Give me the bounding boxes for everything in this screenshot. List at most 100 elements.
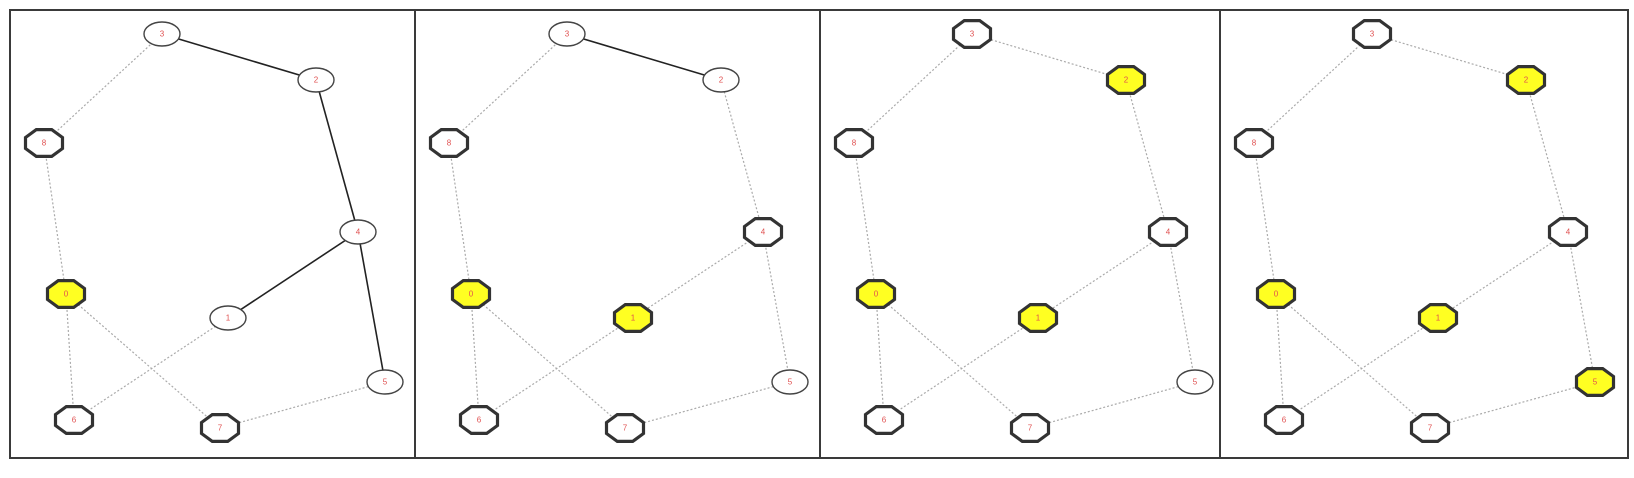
node-octagon bbox=[604, 413, 646, 443]
node-label: 8 bbox=[852, 139, 857, 148]
edge-3-8-dotted bbox=[43, 33, 163, 144]
node-ellipse bbox=[209, 305, 247, 331]
node-label: 5 bbox=[383, 378, 388, 387]
node-label: 4 bbox=[1566, 228, 1571, 237]
edge-4-5-dotted bbox=[762, 231, 791, 383]
node-label: 2 bbox=[719, 76, 724, 85]
node-octagon bbox=[1409, 413, 1451, 443]
node-0: 0 bbox=[1255, 279, 1297, 309]
node-label: 3 bbox=[1370, 30, 1375, 39]
node-6: 6 bbox=[53, 405, 95, 435]
node-4: 4 bbox=[1147, 217, 1189, 247]
node-octagon bbox=[23, 128, 65, 158]
edge-3-2-dotted bbox=[971, 33, 1127, 81]
edge-4-5-dotted bbox=[1567, 231, 1596, 383]
node-label: 5 bbox=[788, 378, 793, 387]
edge-7-5-dotted bbox=[1429, 381, 1596, 429]
node-octagon bbox=[53, 405, 95, 435]
node-octagon bbox=[1505, 64, 1547, 96]
node-6: 6 bbox=[458, 405, 500, 435]
node-label: 0 bbox=[1274, 290, 1279, 299]
node-8: 8 bbox=[1233, 128, 1275, 158]
node-label: 6 bbox=[477, 416, 482, 425]
node-label: 4 bbox=[1166, 228, 1171, 237]
node-4: 4 bbox=[339, 219, 377, 245]
node-octagon bbox=[450, 279, 492, 309]
node-label: 2 bbox=[1124, 76, 1129, 85]
edge-4-1-solid bbox=[227, 231, 359, 319]
node-0: 0 bbox=[855, 279, 897, 309]
node-octagon bbox=[1017, 303, 1059, 333]
node-0: 0 bbox=[450, 279, 492, 309]
node-8: 8 bbox=[833, 128, 875, 158]
node-3: 3 bbox=[1351, 19, 1393, 50]
node-label: 2 bbox=[1524, 76, 1529, 85]
node-label: 5 bbox=[1593, 378, 1598, 387]
edge-8-0-dotted bbox=[1253, 142, 1277, 295]
node-5: 5 bbox=[1574, 367, 1616, 397]
node-label: 7 bbox=[1428, 424, 1433, 433]
edge-7-5-dotted bbox=[219, 381, 386, 429]
node-8: 8 bbox=[428, 128, 470, 158]
node-ellipse bbox=[702, 67, 740, 93]
node-label: 6 bbox=[72, 416, 77, 425]
edge-4-1-dotted bbox=[1437, 231, 1569, 319]
edge-0-6-dotted bbox=[875, 293, 885, 421]
node-octagon bbox=[951, 19, 993, 50]
node-ellipse bbox=[143, 21, 181, 47]
edge-0-6-dotted bbox=[65, 293, 75, 421]
edge-3-2-solid bbox=[161, 33, 317, 81]
node-3: 3 bbox=[548, 21, 586, 47]
node-5: 5 bbox=[771, 369, 809, 395]
node-7: 7 bbox=[199, 413, 241, 443]
node-octagon bbox=[1547, 217, 1589, 247]
edge-3-2-dotted bbox=[1371, 33, 1527, 81]
node-label: 5 bbox=[1193, 378, 1198, 387]
edge-8-0-dotted bbox=[448, 142, 472, 295]
node-ellipse bbox=[548, 21, 586, 47]
node-octagon bbox=[1263, 405, 1305, 435]
node-7: 7 bbox=[1009, 413, 1051, 443]
node-1: 1 bbox=[1417, 303, 1459, 333]
node-octagon bbox=[428, 128, 470, 158]
edge-3-8-dotted bbox=[1253, 33, 1373, 144]
node-label: 1 bbox=[226, 314, 231, 323]
edge-2-4-solid bbox=[315, 79, 359, 233]
node-5: 5 bbox=[1176, 369, 1214, 395]
node-label: 8 bbox=[1252, 139, 1257, 148]
node-label: 2 bbox=[314, 76, 319, 85]
node-label: 6 bbox=[1282, 416, 1287, 425]
node-2: 2 bbox=[1105, 64, 1147, 96]
edge-6-1-dotted bbox=[1283, 317, 1439, 421]
node-octagon bbox=[1233, 128, 1275, 158]
edge-4-1-dotted bbox=[632, 231, 764, 319]
edge-0-6-dotted bbox=[1275, 293, 1285, 421]
node-octagon bbox=[45, 279, 87, 309]
node-4: 4 bbox=[1547, 217, 1589, 247]
edge-4-5-solid bbox=[357, 231, 386, 383]
node-label: 1 bbox=[631, 314, 636, 323]
node-1: 1 bbox=[1017, 303, 1059, 333]
node-ellipse bbox=[297, 67, 335, 93]
node-4: 4 bbox=[742, 217, 784, 247]
panel-border bbox=[1219, 9, 1629, 459]
node-label: 6 bbox=[882, 416, 887, 425]
node-0: 0 bbox=[45, 279, 87, 309]
node-octagon bbox=[1105, 64, 1147, 96]
node-octagon bbox=[458, 405, 500, 435]
edge-8-0-dotted bbox=[853, 142, 877, 295]
node-ellipse bbox=[1176, 369, 1214, 395]
node-ellipse bbox=[339, 219, 377, 245]
edge-7-5-dotted bbox=[624, 381, 791, 429]
edge-6-1-dotted bbox=[73, 317, 229, 421]
node-label: 7 bbox=[218, 424, 223, 433]
edge-3-8-dotted bbox=[853, 33, 973, 144]
node-label: 8 bbox=[447, 139, 452, 148]
node-octagon bbox=[855, 279, 897, 309]
node-label: 3 bbox=[160, 30, 165, 39]
node-label: 7 bbox=[1028, 424, 1033, 433]
panel-4: 0 1 2 3 4 5 6 7 8 bbox=[1219, 9, 1629, 459]
